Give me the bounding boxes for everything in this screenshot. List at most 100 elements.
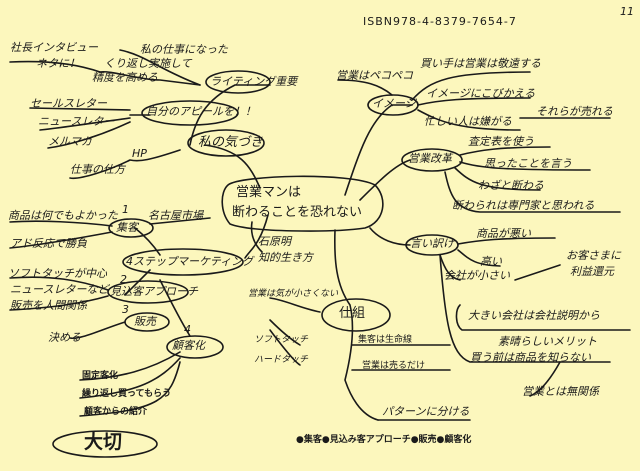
branch-relationship [9,295,109,311]
important-outline [52,430,158,458]
image-changed: イメージにこびかえる [426,87,536,100]
big-company-line: 大きい会社は会社説明から [468,309,600,322]
customer-unknown: 買う前は商品を知らない [470,351,591,364]
trunk-line [333,229,379,421]
sales-pekopeko: 営業はペコペコ [336,69,413,82]
branch-customer-attraction [134,227,161,256]
rejected: わざと断わる [478,179,544,192]
lifeline: 集客は生命線 [358,335,413,345]
number-3: 3 [122,303,129,316]
footer-summary: ●集客●見込み客アプローチ●販売●顧客化 [296,435,472,445]
branch-my-work [119,49,201,86]
awareness-outline [187,129,265,157]
branch-ad-response [9,231,113,249]
branch-profit [514,264,561,281]
core-statement-line1: 営業マンは [236,185,302,200]
sales-only: 営業は売るだけ [362,361,426,371]
soft-touch: ソフトタッチ [254,335,309,345]
branch-writing [189,84,271,146]
sales: 販売 [134,315,156,328]
attraction-outline [108,218,154,238]
hard-touch: ハードタッチ [254,355,309,365]
four-steps: 4ステップマーケティング [126,255,254,268]
ishihara-line1: 石原明 [258,235,291,248]
image: イメージ [372,97,416,110]
branch-soft-touch-left [9,276,109,291]
branch-customer-unknown [439,254,611,363]
excuse: 言い訳け [410,237,454,250]
interview-line2: ネタに！ [36,57,80,70]
center-node-outline [321,298,391,332]
writing-outline [205,70,271,94]
think: 思ったことを言う [484,157,572,170]
repeat-line1: くり返し実施して [104,57,192,70]
isbn-text: ISBN978-4-8379-7654-7 [363,15,517,28]
branch-soft-touch [269,319,301,346]
sales-unrelated: 営業とは無関係 [522,385,599,398]
branch-not-kind [269,297,321,313]
branch-product-bad [457,237,556,245]
retention-outline [166,335,224,359]
branch-reform [359,159,411,201]
nagoya: 名古屋市場 [148,209,203,222]
prospect-approach: 見込客アプローチ [110,285,198,298]
branch-decide [69,321,126,340]
main-topic: 仕組 [339,306,366,321]
branch-rejected [454,167,541,191]
branch-sales-unrelated [529,361,561,397]
decide: 決める [48,331,81,344]
products: 商品は何でもよかった [8,209,118,222]
branch-retention [159,279,191,337]
interview-line1: 社長インタビュー [10,41,98,54]
excuse-outline [405,234,459,256]
appeal: 自分のアピールを！！ [146,105,256,118]
branch-buyer [411,71,531,101]
branch-expensive [457,249,501,267]
branch-hp [69,149,181,180]
delivered: それらが売れる [536,105,613,118]
fixed-customer: 固定客化 [82,371,119,381]
branch-think [459,161,591,171]
ad-response: アド反応で勝負 [10,237,87,250]
number-1: 1 [122,203,129,216]
branch-excuse [369,227,411,246]
branch-image-changed [417,97,531,106]
branch-mail [47,121,131,149]
repeat-line2: 精度を高める [92,71,158,84]
big-company-bracket [455,304,631,331]
branch-busy [417,109,521,131]
pattern: パターンに分ける [382,405,470,418]
repeat-purchase: 繰り返し買ってもらう [82,389,172,399]
branch-awareness [204,144,261,189]
sales-reform: 営業改革 [408,152,452,165]
branch-company-small [439,254,461,281]
fast-merit: 素晴らしいメリット [498,335,597,348]
core-statement-line2: 断わることを恐れない [232,205,363,220]
soft-touch-line1: ソフトタッチが中心 [8,267,107,280]
prospect-outline [107,280,189,304]
buyer-side: 買い手は営業は敬遠する [420,57,541,70]
appeal-outline [141,100,239,126]
soft-touch-line2: ニュースレターなど [10,283,109,296]
branch-ishihara [250,221,263,253]
branch-nagoya [149,217,211,225]
customer-profit-line1: お客さまに [566,249,621,262]
branch-newsletter [39,117,131,131]
work-method: 仕事の仕方 [70,163,125,176]
branch-hard-touch [269,329,301,366]
expert: 断わられは専門家と思われる [452,199,595,212]
expensive: 高い [480,255,502,268]
branch-prospect [124,269,151,296]
customer-attraction: 集客 [116,221,138,234]
mail-magazine: メルマガ [48,135,92,148]
product-bad: 商品が悪い [476,227,531,240]
writing: ライティング重要 [210,75,298,88]
not-kind: 営業は気が小さくない [248,289,339,299]
four-steps-outline [122,248,244,276]
branch-products [9,220,113,227]
branch-fixed [79,351,181,381]
relationship: 販売を人間関係 [10,299,87,312]
number-4: 4 [184,323,191,336]
